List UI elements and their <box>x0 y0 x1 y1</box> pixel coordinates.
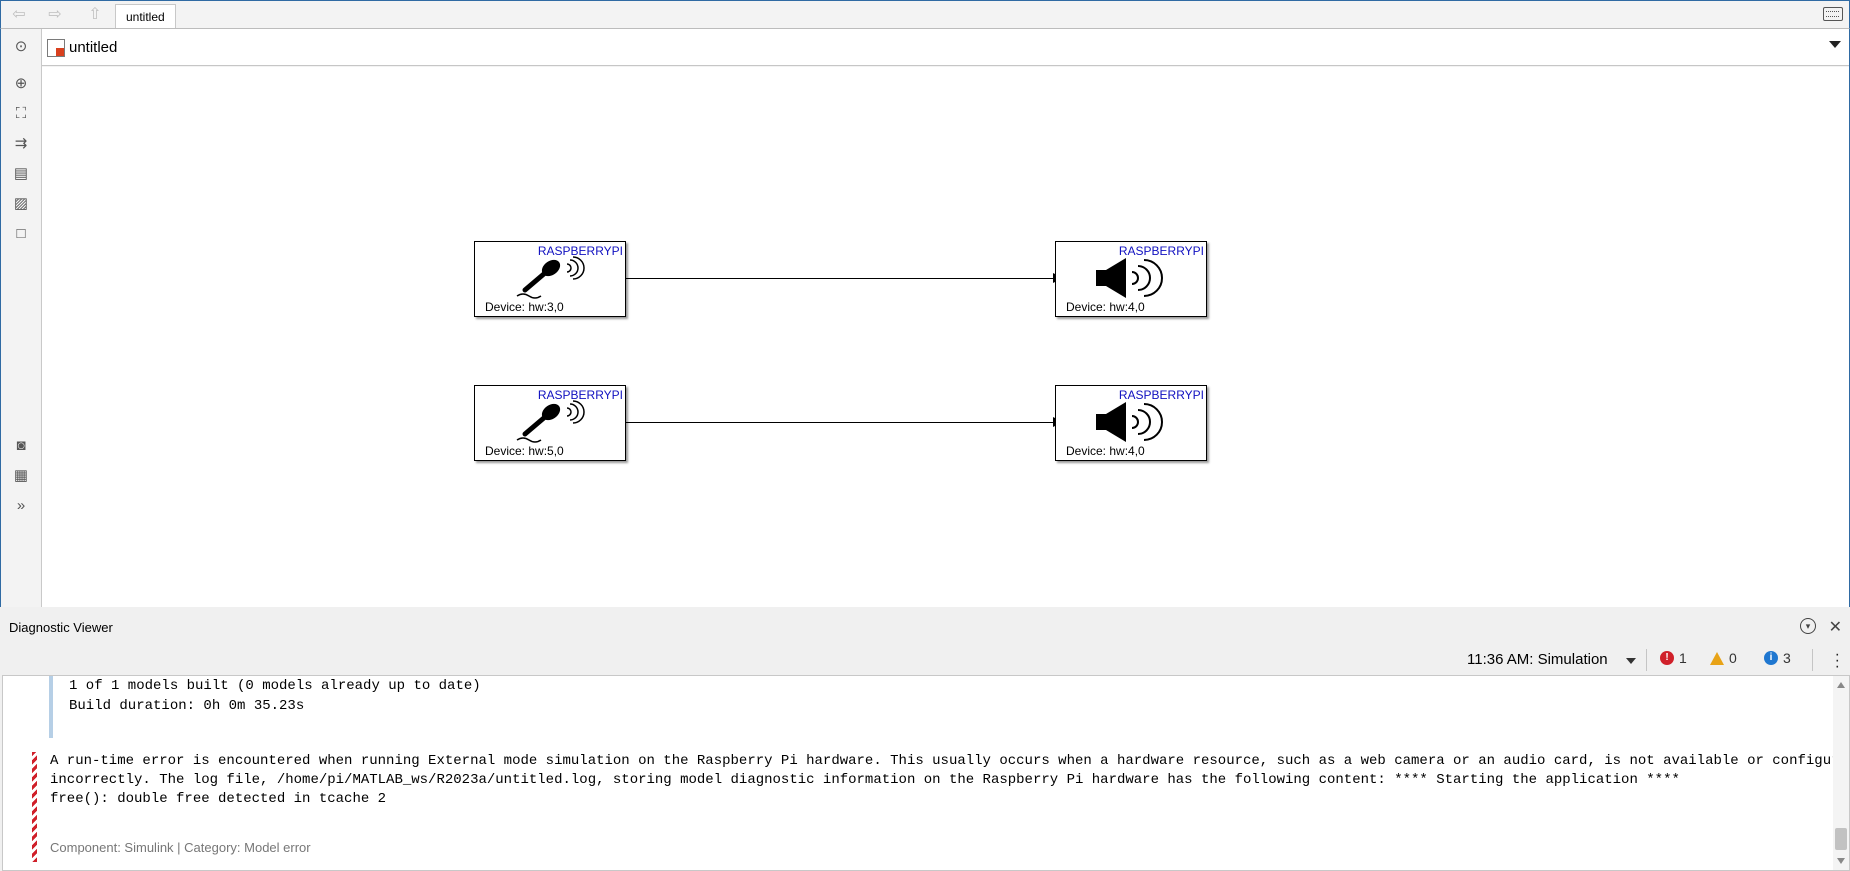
scroll-down-icon[interactable] <box>1837 858 1845 864</box>
message-line: incorrectly. The log file, /home/pi/MATL… <box>50 772 1680 788</box>
warning-count: 0 <box>1729 650 1737 666</box>
error-meta: Component: Simulink | Category: Model er… <box>50 840 311 855</box>
toolbar-divider <box>1812 649 1813 671</box>
block-device-label: Device: hw:3,0 <box>485 300 564 314</box>
zoom-icon[interactable]: ⊕ <box>14 75 28 92</box>
build-info-message: 1 of 1 models built (0 models already up… <box>49 676 481 738</box>
keyboard-icon[interactable] <box>1823 7 1843 21</box>
speaker-icon <box>1096 402 1163 442</box>
scroll-up-icon[interactable] <box>1837 682 1845 688</box>
forward-arrow-icon[interactable]: ⇨ <box>48 6 62 23</box>
toolbar-divider <box>1646 649 1647 671</box>
expand-icon[interactable]: » <box>16 497 26 514</box>
block-brand-label: RASPBERRYPI <box>537 244 623 258</box>
up-arrow-icon[interactable]: ⇧ <box>88 6 102 23</box>
block-device-label: Device: hw:4,0 <box>1066 444 1145 458</box>
model-canvas[interactable]: RASPBERRYPI Device: hw:3,0 RASPBERRYPI D… <box>42 67 1849 607</box>
signal-line[interactable] <box>626 422 1053 423</box>
fit-to-view-icon[interactable]: ⛶ <box>15 105 27 122</box>
close-icon[interactable]: ✕ <box>1828 619 1842 636</box>
message-line: A run-time error is encountered when run… <box>50 753 1850 769</box>
chevron-down-icon[interactable] <box>1626 658 1636 664</box>
block-palette: ⊙ ⊕ ⛶ ⇉ ▤ ▨ □ ◙ ▦ » <box>1 29 42 607</box>
signal-line[interactable] <box>626 278 1053 279</box>
area-icon[interactable]: □ <box>16 225 26 242</box>
chevron-down-icon[interactable] <box>1829 41 1841 48</box>
run-selector[interactable]: 11:36 AM: Simulation <box>1467 651 1608 668</box>
diagnostic-toolbar: 11:36 AM: Simulation ! 1 0 i 3 ··· <box>0 643 1850 675</box>
block-brand-label: RASPBERRYPI <box>1118 244 1204 258</box>
signal-routing-icon[interactable]: ⇉ <box>14 135 28 152</box>
address-bar[interactable]: untitled <box>42 29 1849 66</box>
top-toolbar: ⇦ ⇨ ⇧ untitled <box>0 0 1850 29</box>
error-filter[interactable]: ! 1 <box>1660 650 1687 666</box>
audio-capture-block[interactable]: RASPBERRYPI Device: hw:5,0 <box>474 385 626 461</box>
diagnostic-messages: 1 of 1 models built (0 models already up… <box>2 675 1850 871</box>
tab-untitled[interactable]: untitled <box>115 4 176 29</box>
audio-playback-block[interactable]: RASPBERRYPI Device: hw:4,0 <box>1055 241 1207 317</box>
info-filter[interactable]: i 3 <box>1764 650 1791 666</box>
microphone-icon <box>516 400 585 443</box>
collapse-icon[interactable]: ▾ <box>1800 618 1816 634</box>
image-icon[interactable]: ▨ <box>13 195 29 212</box>
speaker-icon <box>1096 258 1163 298</box>
block-device-label: Device: hw:4,0 <box>1066 300 1145 314</box>
message-line: free(): double free detected in tcache 2 <box>50 791 387 807</box>
microphone-icon <box>516 256 585 299</box>
info-count: 3 <box>1783 650 1791 666</box>
error-count: 1 <box>1679 650 1687 666</box>
audio-playback-block[interactable]: RASPBERRYPI Device: hw:4,0 <box>1055 385 1207 461</box>
breadcrumb[interactable]: untitled <box>69 39 118 56</box>
scroll-thumb[interactable] <box>1835 828 1847 850</box>
message-line: 1 of 1 models built (0 models already up… <box>69 678 481 694</box>
annotation-icon[interactable]: ▤ <box>13 165 29 182</box>
property-inspector-icon[interactable]: ▦ <box>13 467 29 484</box>
message-line: Build duration: 0h 0m 35.23s <box>69 698 305 714</box>
warning-icon <box>1710 651 1724 665</box>
block-device-label: Device: hw:5,0 <box>485 444 564 458</box>
model-editor: ⊙ ⊕ ⛶ ⇉ ▤ ▨ □ ◙ ▦ » untitled RASPBERRYPI… <box>0 28 1850 608</box>
vertical-scrollbar[interactable] <box>1833 676 1849 870</box>
block-brand-label: RASPBERRYPI <box>537 388 623 402</box>
error-icon: ! <box>1660 651 1674 665</box>
audio-capture-block[interactable]: RASPBERRYPI Device: hw:3,0 <box>474 241 626 317</box>
warning-filter[interactable]: 0 <box>1710 650 1737 666</box>
error-message[interactable]: A run-time error is encountered when run… <box>27 752 1849 862</box>
back-arrow-icon[interactable]: ⇦ <box>12 6 26 23</box>
model-icon <box>47 39 65 57</box>
diagnostic-viewer: Diagnostic Viewer ▾ ✕ 11:36 AM: Simulati… <box>0 607 1850 871</box>
more-options-icon[interactable]: ··· <box>1834 646 1840 675</box>
diagnostic-viewer-title: Diagnostic Viewer <box>9 620 113 635</box>
block-brand-label: RASPBERRYPI <box>1118 388 1204 402</box>
screenshot-icon[interactable]: ◙ <box>16 437 26 454</box>
back-to-parent-icon[interactable]: ⊙ <box>14 38 28 55</box>
info-icon: i <box>1764 651 1778 665</box>
